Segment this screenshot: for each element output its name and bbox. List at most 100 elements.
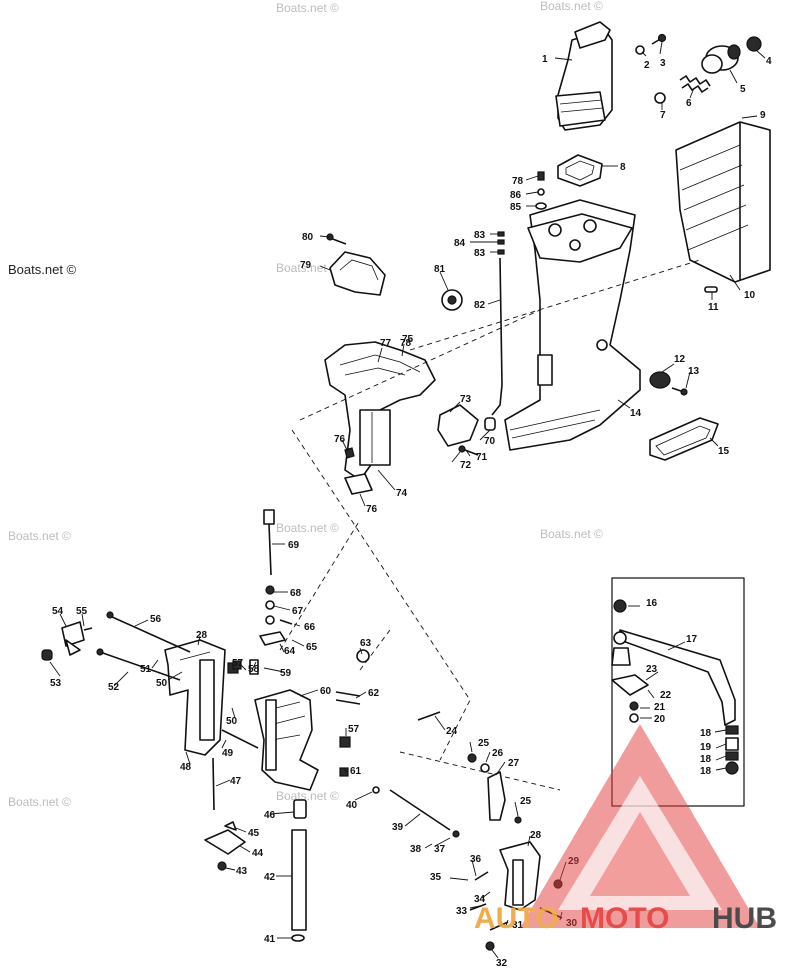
part-washer-screw	[635, 33, 667, 55]
part-reverse-lock	[204, 821, 246, 871]
part-rear-mount	[649, 371, 688, 396]
callout-4: 4	[766, 56, 772, 67]
callout-60: 60	[320, 686, 332, 697]
callout-81: 81	[434, 264, 446, 275]
part-stud	[212, 729, 259, 811]
callout-58: 58	[248, 664, 260, 675]
callout-68: 68	[290, 588, 302, 599]
callout-26: 26	[492, 748, 504, 759]
callout-76b: 76	[366, 504, 378, 515]
part-swivel-bracket	[254, 689, 319, 791]
watermark-text: Boats.net ©	[276, 1, 339, 15]
callout-71: 71	[476, 452, 488, 463]
callout-37: 37	[434, 844, 446, 855]
callout-72: 72	[460, 460, 472, 471]
callout-64: 64	[284, 646, 296, 657]
callout-84: 84	[454, 238, 466, 249]
callout-35: 35	[430, 872, 442, 883]
callout-67: 67	[292, 606, 304, 617]
callout-83b: 83	[474, 248, 486, 259]
watermark-text: Boats.net ©	[540, 0, 603, 13]
watermark-text: Boats.net ©	[8, 529, 71, 543]
callout-80: 80	[302, 232, 314, 243]
automotohub-logo: AUTO MOTO HUB	[474, 724, 777, 935]
part-through-bolts	[96, 611, 191, 681]
part-drive-coupler	[441, 289, 463, 311]
logo-triangle-core	[590, 812, 690, 896]
callout-25b: 25	[520, 796, 532, 807]
callout-74: 74	[396, 488, 408, 499]
callout-50a: 50	[226, 716, 238, 727]
callout-33: 33	[456, 906, 468, 917]
watermark-main: Boats.net ©	[8, 262, 77, 277]
callout-labels: 1 2 3 4 5 6 7 8 9 10 11 12 13 14 15 16 1…	[50, 54, 772, 969]
part-shift-rod	[491, 257, 503, 416]
callout-15: 15	[718, 446, 730, 457]
callout-52: 52	[108, 682, 120, 693]
callout-6: 6	[686, 98, 692, 109]
callout-53: 53	[50, 678, 62, 689]
part-damper-pad	[437, 404, 479, 456]
callout-25a: 25	[478, 738, 490, 749]
callout-39: 39	[392, 822, 404, 833]
callout-31: 31	[512, 920, 524, 931]
part-tilt-lever	[259, 509, 293, 646]
part-plug	[484, 417, 496, 431]
callout-28a: 28	[196, 630, 208, 641]
callout-17: 17	[686, 634, 698, 645]
steering-inset	[611, 577, 745, 807]
callout-9: 9	[760, 110, 766, 121]
callout-86: 86	[510, 190, 522, 201]
callout-50b: 50	[156, 678, 168, 689]
callout-73: 73	[460, 394, 472, 405]
callout-82: 82	[474, 300, 486, 311]
callout-38: 38	[410, 844, 422, 855]
callout-16: 16	[646, 598, 658, 609]
callout-20: 20	[654, 714, 666, 725]
callout-51: 51	[140, 664, 152, 675]
callout-57a: 57	[232, 658, 244, 669]
callout-54: 54	[52, 606, 64, 617]
logo-text-hub: HUB	[712, 902, 777, 935]
callout-12: 12	[674, 354, 686, 365]
callout-3: 3	[660, 58, 666, 69]
part-set-screws	[335, 691, 361, 705]
watermark-text: Boats.net ©	[276, 521, 339, 535]
callout-18a: 18	[700, 728, 712, 739]
callout-83a: 83	[474, 230, 486, 241]
callout-62: 62	[368, 688, 380, 699]
callout-78b: 78	[512, 176, 524, 187]
callout-27: 27	[508, 758, 520, 769]
watermark-text: Boats.net ©	[540, 527, 603, 541]
callout-78a: 78	[400, 338, 412, 349]
callout-2: 2	[644, 60, 650, 71]
part-exhaust-tube	[555, 21, 613, 131]
callout-21: 21	[654, 702, 666, 713]
part-gasket	[557, 154, 603, 187]
callout-56: 56	[150, 614, 162, 625]
part-lower-cowl	[675, 121, 771, 293]
callout-66: 66	[304, 622, 316, 633]
callout-70: 70	[484, 436, 496, 447]
callout-75: 75	[402, 334, 414, 345]
part-driveshaft-housing	[504, 199, 641, 451]
callout-23: 23	[646, 664, 658, 675]
callout-63: 63	[360, 638, 372, 649]
part-seal-ring	[649, 417, 719, 461]
callout-13: 13	[688, 366, 700, 377]
logo-triangle-inner	[558, 776, 722, 910]
callout-11: 11	[708, 302, 719, 313]
part-tilt-tube	[291, 799, 307, 942]
callout-1: 1	[542, 54, 548, 65]
callout-18c: 18	[700, 766, 712, 777]
part-clamp-screw-handle	[41, 621, 93, 661]
callout-5: 5	[740, 84, 746, 95]
logo-text-auto: AUTO	[474, 902, 558, 935]
callout-24: 24	[446, 726, 458, 737]
part-nuts	[232, 660, 351, 777]
callout-69: 69	[288, 540, 300, 551]
callout-76a: 76	[334, 434, 346, 445]
callout-36: 36	[470, 854, 482, 865]
callout-28b: 28	[530, 830, 542, 841]
